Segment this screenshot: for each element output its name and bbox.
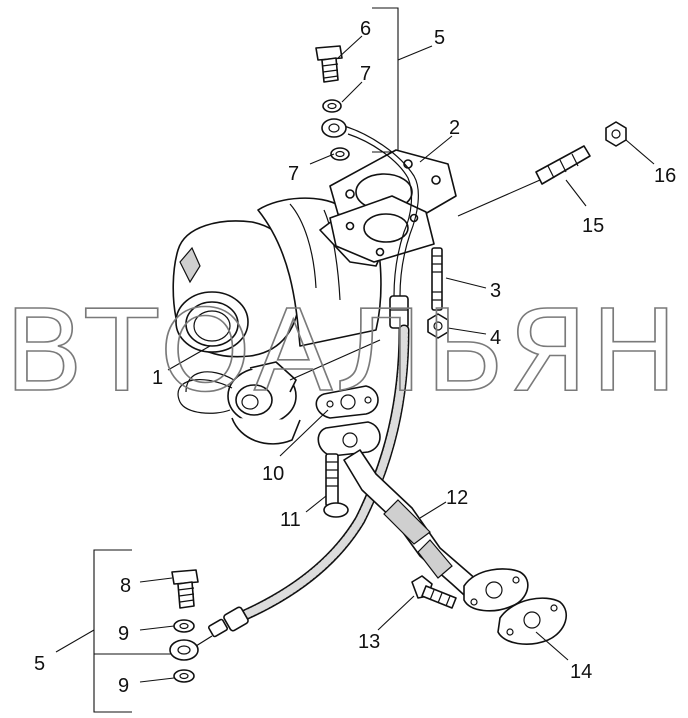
callout-16: 16 [654, 165, 676, 187]
gasket-14 [497, 597, 568, 645]
nut-16 [605, 121, 627, 147]
callout-3: 3 [490, 280, 501, 302]
washer-9-top [173, 619, 195, 633]
turbine-flange [329, 195, 435, 263]
callout-14: 14 [570, 661, 592, 683]
callout-15: 15 [582, 215, 604, 237]
washer-7-bottom [330, 147, 350, 161]
oil-feed-tube [321, 118, 419, 329]
callout-13: 13 [358, 631, 380, 653]
callout-5-bottom: 5 [34, 653, 45, 675]
washer-9-bottom [173, 669, 195, 683]
nut-4 [427, 313, 449, 339]
gasket-10 [315, 385, 379, 419]
callout-11: 11 [280, 509, 301, 531]
callout-12: 12 [446, 487, 468, 509]
braided-oil-hose [169, 324, 410, 661]
stud-3 [431, 247, 443, 311]
banjo-bolt-8 [171, 569, 199, 609]
callout-8: 8 [120, 575, 131, 597]
callout-6: 6 [360, 18, 371, 40]
watermark-text: ВТОАЛЬЯН [4, 287, 680, 417]
leader-lines [139, 35, 655, 683]
callout-4: 4 [490, 327, 501, 349]
bolt-13 [411, 575, 457, 609]
callout-9-bottom: 9 [118, 675, 129, 697]
callout-2: 2 [449, 117, 460, 139]
oil-return-pipe-12 [317, 421, 529, 612]
callout-10: 10 [262, 463, 284, 485]
banjo-bolt-6 [315, 45, 343, 83]
group-bracket-top [372, 7, 433, 153]
bolt-11 [323, 453, 349, 518]
callout-7-top: 7 [360, 63, 371, 85]
callout-7-bottom: 7 [288, 163, 299, 185]
stud-15 [457, 145, 591, 217]
washer-7-top [322, 99, 342, 113]
callout-1: 1 [152, 367, 163, 389]
callout-9-top: 9 [118, 623, 129, 645]
callout-5-top: 5 [434, 27, 445, 49]
group-bracket-bottom [55, 549, 176, 713]
callout-labels: 1 2 3 4 5 5 6 7 7 8 9 9 10 11 12 13 14 1… [34, 18, 676, 697]
